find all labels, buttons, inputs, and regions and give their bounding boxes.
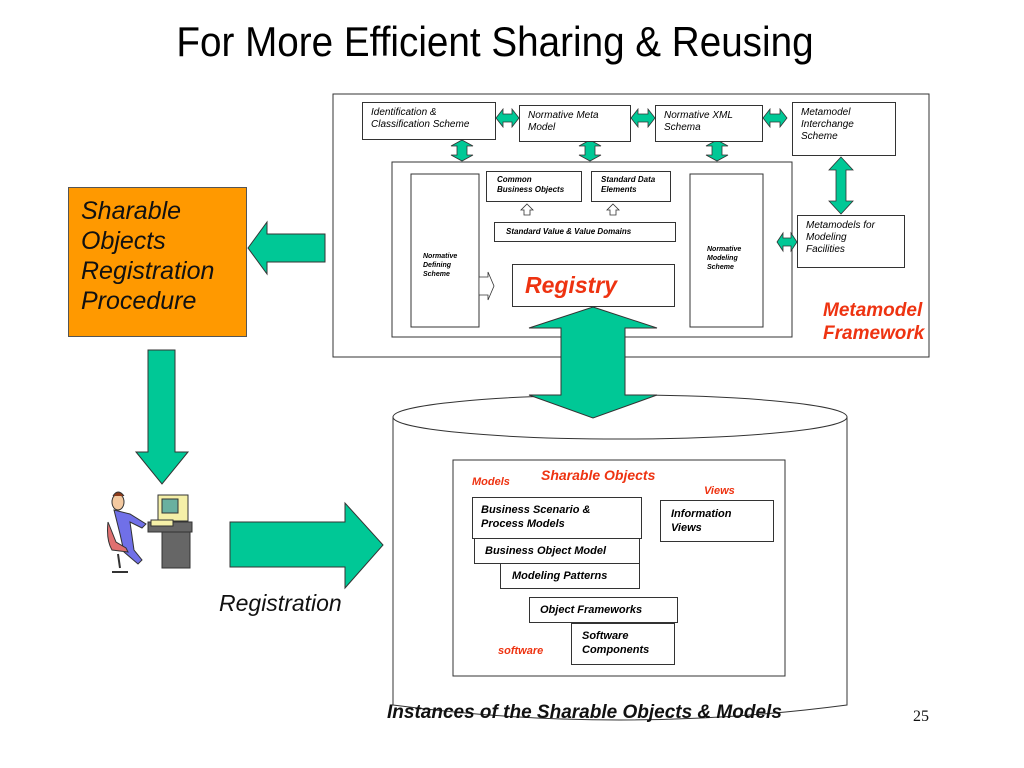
meta-model-down-arrow	[578, 139, 602, 162]
box-text: Information	[671, 508, 732, 520]
object-frameworks-box: Object Frameworks	[529, 597, 678, 623]
metamodels-facilities-box: Metamodels for Modeling Facilities	[797, 215, 905, 268]
sharable-objects-title: Sharable Objects	[541, 467, 656, 483]
label-text: Metamodel	[823, 300, 923, 321]
common-objects-hollow-arrow	[520, 203, 534, 216]
box-text: Components	[582, 644, 650, 656]
information-views-box: Information Views	[660, 500, 774, 542]
views-label: Views	[704, 485, 735, 497]
label-text: Normative	[423, 253, 458, 260]
label-text: Scheme	[423, 271, 450, 278]
box-text: Metamodels for	[806, 220, 875, 231]
box-text: Object Frameworks	[540, 604, 643, 616]
box-text: Standard Value & Value Domains	[506, 227, 632, 236]
registry-label: Registry	[525, 272, 618, 298]
defining-scheme-box	[410, 173, 480, 328]
registry-repository-arrow	[528, 306, 658, 419]
modeling-patterns-box: Modeling Patterns	[500, 563, 640, 589]
box-text: Identification &	[371, 107, 437, 118]
standard-data-elements-box: Standard Data Elements	[591, 171, 671, 202]
procedure-to-user-arrow	[134, 349, 190, 485]
box-text: Interchange	[801, 119, 854, 130]
box-text: Model	[528, 122, 556, 133]
box-text: Normative XML	[664, 110, 733, 121]
label-text: Scheme	[707, 264, 734, 271]
box-text: Standard Data	[601, 175, 656, 184]
identification-scheme-box: Identification & Classification Scheme	[362, 102, 496, 140]
interchange-facilities-arrow	[828, 156, 854, 215]
xml-interchange-horiz-arrow	[762, 107, 788, 129]
metamodel-framework-label: Metamodel Framework	[823, 299, 924, 345]
label-text: Normative	[707, 246, 742, 253]
data-elements-hollow-arrow	[606, 203, 620, 216]
defining-to-registry-hollow-arrow	[478, 271, 495, 301]
box-text: Business Object Model	[485, 545, 607, 557]
normative-meta-model-box: Normative Meta Model	[519, 105, 631, 142]
common-business-objects-box: Common Business Objects	[486, 171, 582, 202]
box-text: Normative Meta	[528, 110, 599, 121]
registration-procedure-box: Sharable Objects Registration Procedure	[68, 187, 247, 337]
procedure-text: Registration	[81, 257, 215, 285]
label-text: Defining	[423, 262, 451, 269]
box-text: Business Objects	[497, 185, 565, 194]
box-text: Facilities	[806, 244, 845, 255]
user-at-computer-icon	[107, 491, 193, 573]
box-text: Business Scenario &	[481, 504, 591, 516]
box-text: Process Models	[481, 518, 565, 530]
modeling-scheme-label: Normative Modeling Scheme	[707, 245, 741, 272]
box-text: Scheme	[801, 131, 838, 142]
box-text: Common	[497, 175, 532, 184]
defining-scheme-label: Normative Defining Scheme	[423, 252, 457, 279]
procedure-text: Sharable	[81, 197, 182, 225]
procedure-text: Objects	[81, 227, 166, 255]
metamodel-interchange-box: Metamodel Interchange Scheme	[792, 102, 896, 156]
models-label: Models	[472, 476, 510, 488]
id-scheme-down-arrow	[450, 139, 474, 162]
label-text: Framework	[823, 323, 925, 344]
business-object-model-box: Business Object Model	[474, 538, 640, 564]
registration-arrow	[229, 501, 384, 590]
box-text: Schema	[664, 122, 701, 133]
page-number: 25	[913, 708, 929, 725]
slide-title: For More Efficient Sharing & Reusing	[176, 18, 814, 65]
procedure-text: Procedure	[81, 287, 197, 315]
box-text: Modeling Patterns	[512, 570, 608, 582]
box-text: Software	[582, 630, 629, 642]
modeling-scheme-box	[689, 173, 764, 328]
business-scenario-box: Business Scenario & Process Models	[472, 497, 642, 539]
software-components-box: Software Components	[571, 623, 675, 665]
box-text: Views	[671, 522, 702, 534]
standard-value-domains-box: Standard Value & Value Domains	[494, 222, 676, 242]
normative-xml-schema-box: Normative XML Schema	[655, 105, 763, 142]
label-text: Modeling	[707, 255, 738, 262]
xml-schema-down-arrow	[705, 139, 729, 162]
software-label: software	[498, 645, 544, 657]
box-text: Elements	[601, 185, 637, 194]
registration-label: Registration	[219, 590, 342, 616]
framework-to-procedure-arrow	[247, 220, 326, 276]
registry-box: Registry	[512, 264, 675, 307]
box-text: Metamodel	[801, 107, 851, 118]
box-text: Modeling	[806, 232, 847, 243]
repository-caption: Instances of the Sharable Objects & Mode…	[387, 702, 782, 723]
box-text: Classification Scheme	[371, 119, 470, 130]
